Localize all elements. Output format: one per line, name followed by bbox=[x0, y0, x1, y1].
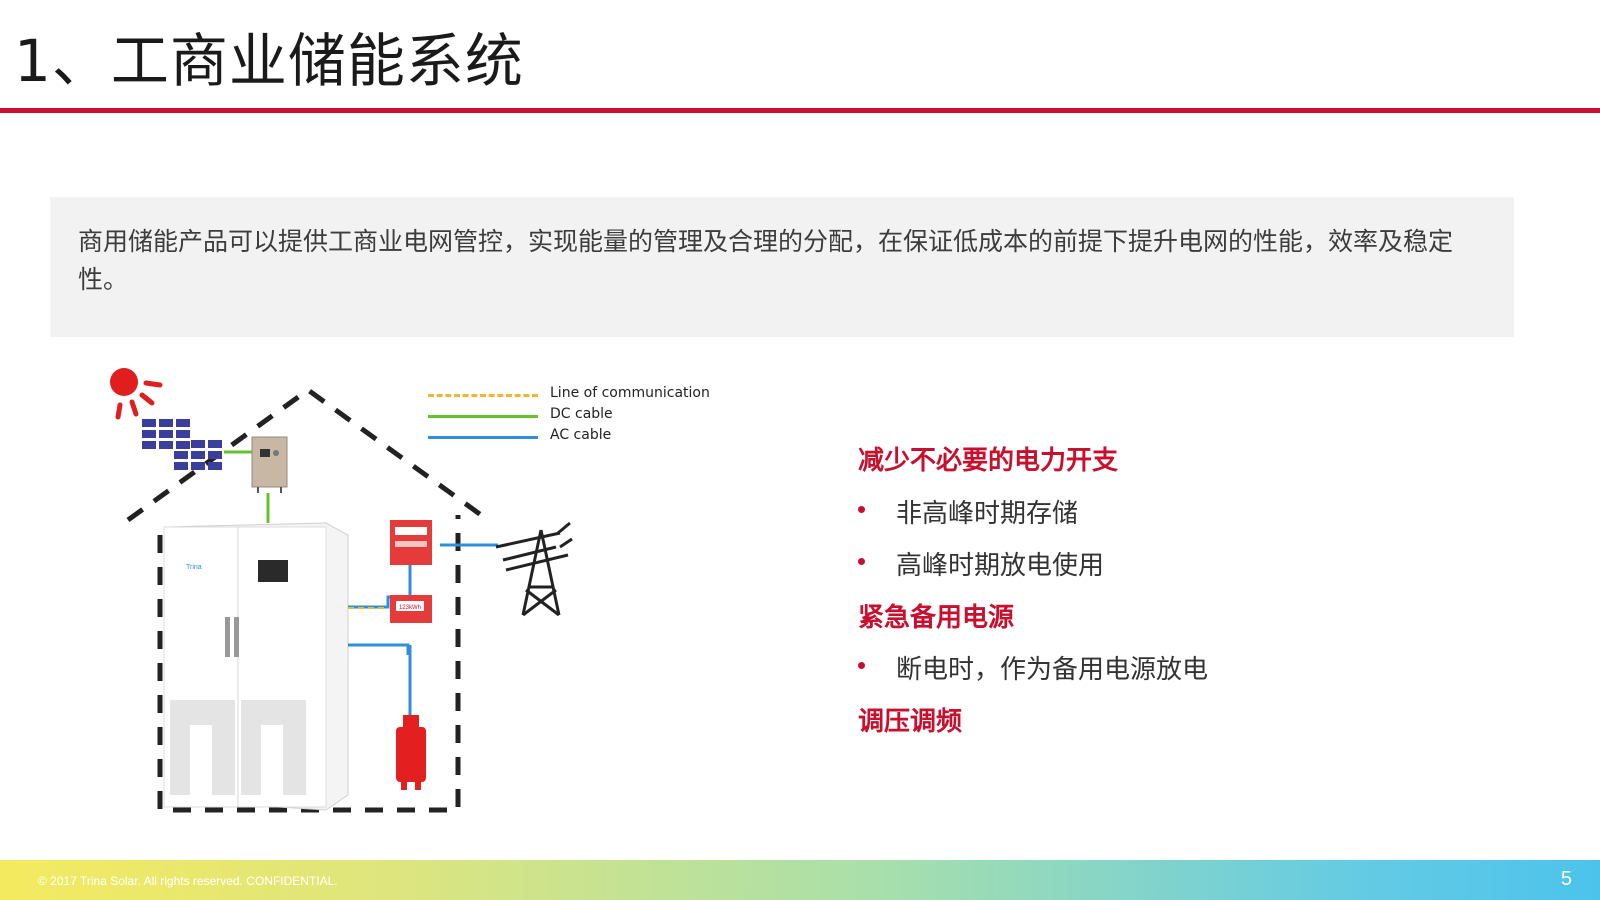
section-heading-backup: 紧急备用电源 bbox=[858, 603, 1015, 633]
section-heading-regulation: 调压调频 bbox=[858, 707, 963, 737]
page-number: 5 bbox=[1560, 868, 1572, 890]
energy-storage-diagram: Trina 123kWh bbox=[110, 368, 573, 813]
inverter-icon bbox=[251, 436, 288, 493]
meter-label: 123kWh bbox=[399, 605, 421, 611]
bullet-text: 高峰时期放电使用 bbox=[896, 551, 1105, 581]
intro-box: 商用储能产品可以提供工商业电网管控，实现能量的管理及合理的分配，在保证低成本的前… bbox=[50, 197, 1514, 337]
cabinet-brand: Trina bbox=[186, 564, 202, 571]
legend-item-ac: AC cable bbox=[428, 427, 748, 447]
power-tower-icon bbox=[495, 521, 573, 617]
bullet-dot bbox=[858, 506, 865, 513]
intro-text: 商用储能产品可以提供工商业电网管控，实现能量的管理及合理的分配，在保证低成本的前… bbox=[78, 227, 1454, 294]
house-walls bbox=[157, 515, 461, 813]
legend-line-ac bbox=[428, 436, 538, 439]
plug-icon bbox=[396, 715, 426, 790]
footer-bar: © 2017 Trina Solar. All rights reserved.… bbox=[0, 860, 1600, 900]
section-heading-cost: 减少不必要的电力开支 bbox=[858, 446, 1119, 476]
bullet-text: 断电时，作为备用电源放电 bbox=[896, 655, 1209, 685]
legend-line-dc bbox=[428, 415, 538, 418]
bullet-text: 非高峰时期存储 bbox=[896, 499, 1079, 529]
legend-label-ac: AC cable bbox=[550, 427, 612, 443]
bullet-dot bbox=[858, 662, 865, 669]
house-outline bbox=[126, 386, 490, 523]
legend-label-communication: Line of communication bbox=[550, 385, 710, 401]
meter-icon: 123kWh bbox=[390, 520, 432, 623]
legend-label-dc: DC cable bbox=[550, 406, 613, 422]
slide-title: 1、工商业储能系统 bbox=[14, 27, 524, 95]
bullet-dot bbox=[858, 558, 865, 565]
footer-copyright: © 2017 Trina Solar. All rights reserved.… bbox=[38, 874, 338, 888]
title-rule bbox=[0, 108, 1600, 113]
ac-cable-down bbox=[348, 643, 410, 655]
legend-item-dc: DC cable bbox=[428, 406, 748, 426]
sun-icon bbox=[110, 368, 163, 420]
battery-cabinet-icon: Trina bbox=[163, 522, 349, 811]
legend-item-communication: Line of communication bbox=[428, 385, 748, 405]
solar-panel-icon bbox=[142, 419, 222, 470]
legend-line-communication bbox=[428, 394, 538, 397]
